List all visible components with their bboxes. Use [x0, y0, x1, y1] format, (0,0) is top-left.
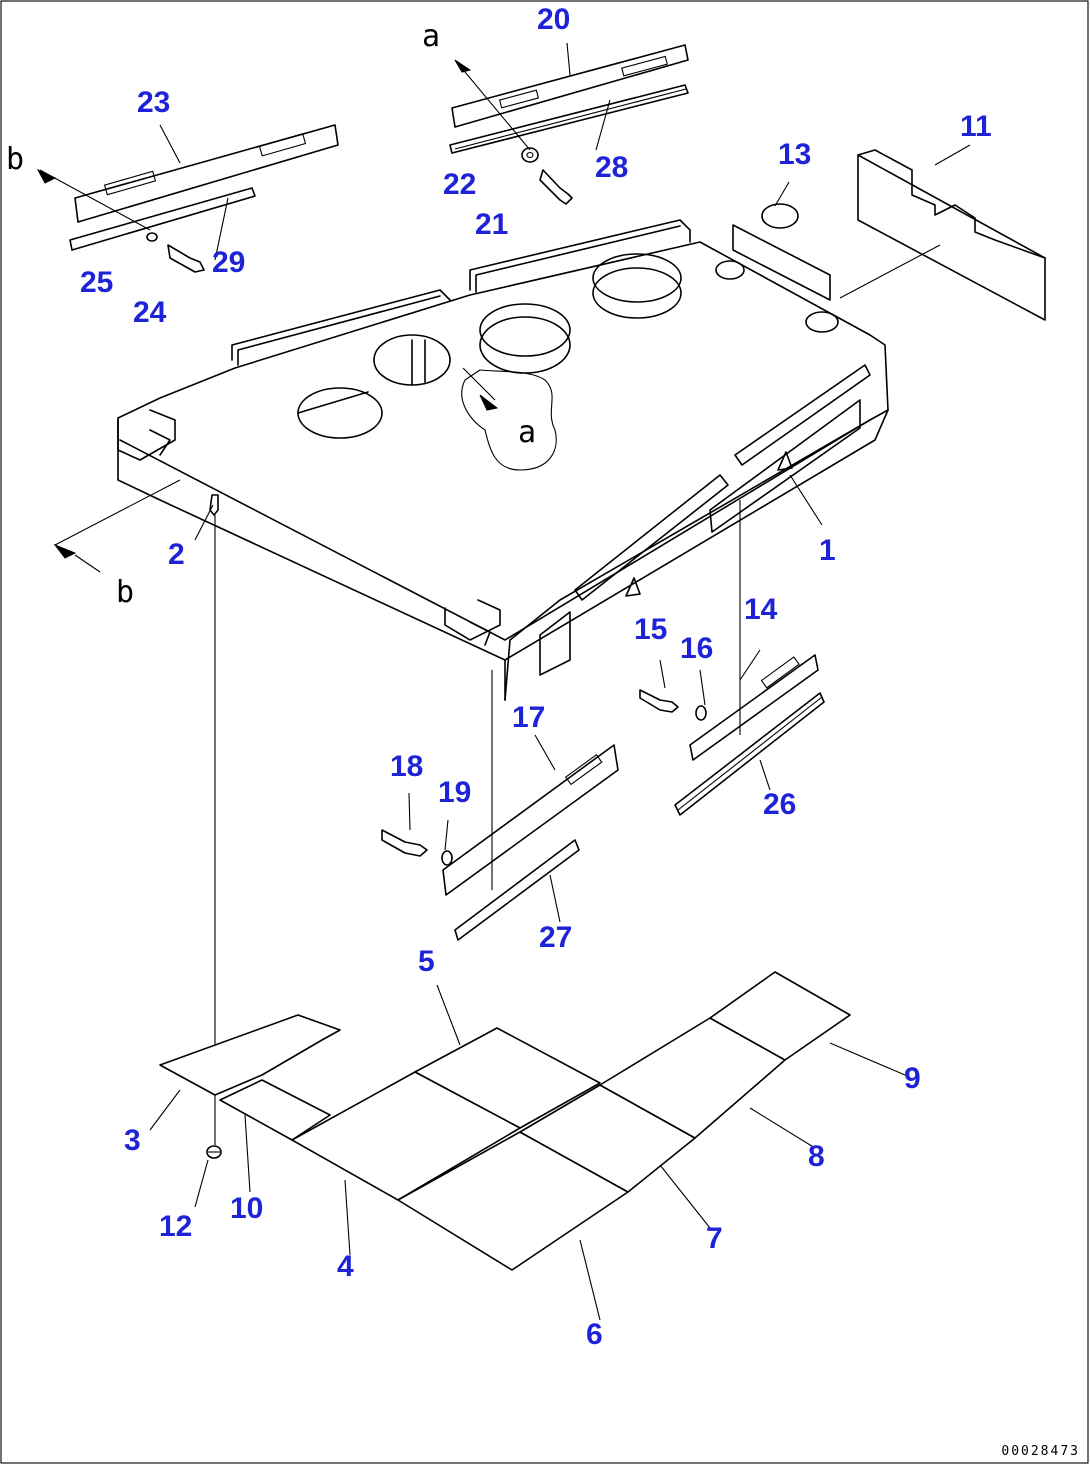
strip-27: [454, 839, 580, 941]
part-label-26: 26: [763, 788, 797, 821]
part-label-14: 14: [744, 593, 778, 626]
part-label-10: 10: [230, 1192, 264, 1225]
plate-23: [74, 124, 339, 223]
round-duct: [592, 267, 682, 319]
part-label-11: 11: [960, 110, 992, 143]
pin-2: [209, 494, 219, 516]
bolt-15: [639, 689, 679, 713]
part-label-21: 21: [475, 208, 509, 241]
mat-4: [291, 1071, 521, 1201]
part-label-4: 4: [337, 1250, 354, 1283]
bolt-18: [381, 829, 428, 857]
part-label-2: 2: [168, 538, 185, 571]
part-label-18: 18: [390, 750, 424, 783]
seal-block-11: [839, 149, 1046, 321]
part-label-15: 15: [634, 613, 668, 646]
part-label-6: 6: [586, 1318, 603, 1351]
round-opening: [297, 387, 383, 439]
view-marker-a-body: a: [518, 415, 537, 450]
strip-26: [674, 692, 825, 816]
washer-16: [695, 705, 707, 721]
part-label-28: 28: [595, 151, 629, 184]
bolt-21: [539, 169, 573, 205]
mat-10: [219, 1079, 331, 1141]
part-label-19: 19: [438, 776, 472, 809]
bolt-24: [167, 244, 205, 273]
part-label-22: 22: [443, 168, 477, 201]
nut-12: [206, 1145, 222, 1159]
part-label-20: 20: [537, 3, 571, 36]
part-label-1: 1: [819, 534, 836, 567]
view-marker-a-top: a: [422, 19, 441, 54]
view-marker-b-left: b: [116, 575, 135, 610]
view-arrow-b-left: [53, 479, 181, 573]
side-cover-plate: [732, 224, 831, 301]
washer-25: [146, 232, 158, 242]
part-label-12: 12: [159, 1210, 193, 1243]
floor-mats: [159, 971, 851, 1271]
view-arrow-a-body: [479, 394, 499, 411]
part-label-7: 7: [706, 1222, 723, 1255]
part-label-17: 17: [512, 701, 546, 734]
strip-29: [69, 187, 256, 251]
cap-13: [761, 203, 799, 229]
leader-lines: [149, 42, 971, 1321]
part-label-27: 27: [539, 921, 573, 954]
part-label-5: 5: [418, 945, 435, 978]
main-cover-panel: [117, 219, 889, 701]
part-label-29: 29: [212, 246, 246, 279]
part-label-9: 9: [904, 1062, 921, 1095]
mat-3: [159, 1014, 341, 1096]
view-arrow-a-top: [454, 59, 472, 73]
plate-14: [689, 654, 819, 761]
view-arrow-b-top: [36, 168, 57, 184]
strip-28: [449, 84, 689, 154]
washer-22: [521, 147, 539, 163]
round-duct: [479, 316, 571, 374]
part-label-8: 8: [808, 1140, 825, 1173]
view-marker-b-top: b: [6, 142, 25, 177]
part-label-23: 23: [137, 86, 171, 119]
drawing-code: 00028473: [1001, 1444, 1080, 1459]
mat-9: [709, 971, 851, 1061]
part-label-3: 3: [124, 1124, 141, 1157]
part-label-16: 16: [680, 632, 714, 665]
part-label-13: 13: [778, 138, 812, 171]
plate-17: [442, 744, 619, 896]
part-label-24: 24: [133, 296, 167, 329]
washer-19: [441, 850, 453, 866]
plate-20: [451, 44, 689, 128]
part-label-25: 25: [80, 266, 114, 299]
